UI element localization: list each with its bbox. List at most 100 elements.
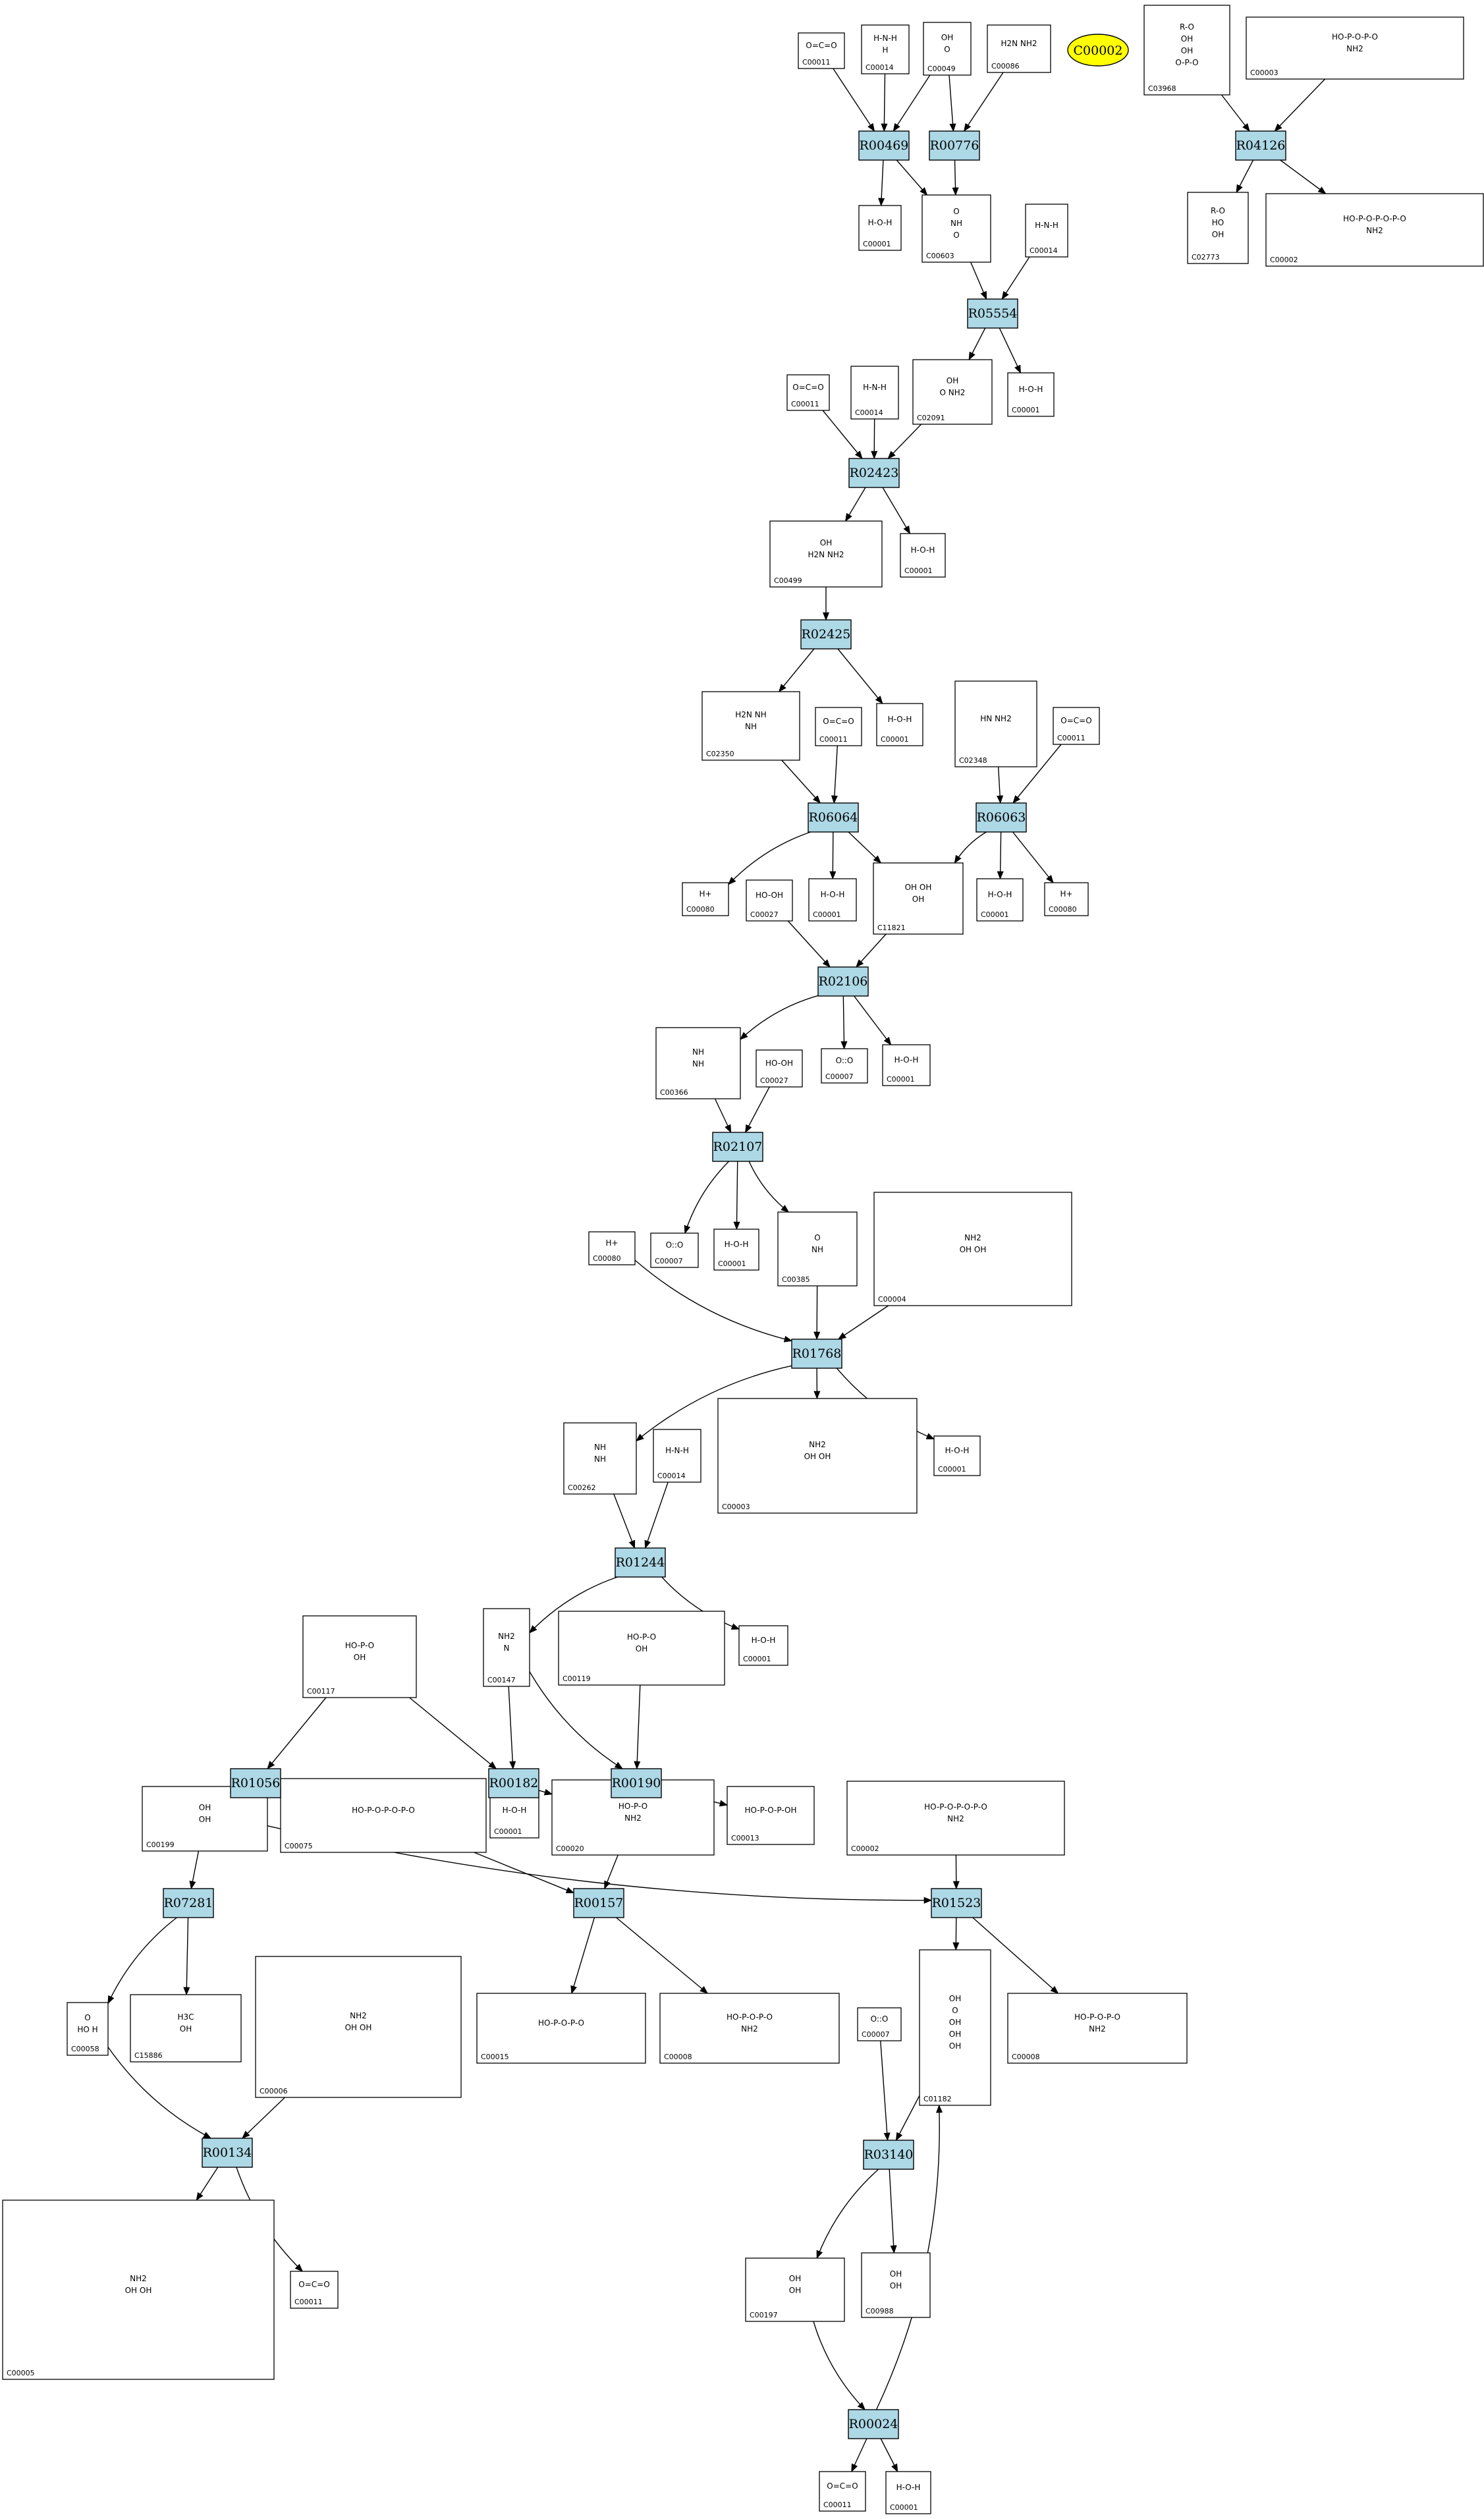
reaction-node[interactable]: R01244	[615, 1547, 666, 1578]
structure-sketch: HO-OH	[756, 891, 783, 900]
compound-id: C00001	[887, 1075, 915, 1084]
reaction-node[interactable]: R00469	[858, 130, 910, 161]
compound-node[interactable]: H+C00080	[1044, 882, 1089, 916]
reaction-node[interactable]: R00190	[611, 1768, 662, 1798]
structure-sketch: O=C=O	[792, 383, 823, 392]
reaction-node[interactable]: R03140	[863, 2140, 914, 2170]
reaction-node[interactable]: R00134	[202, 2138, 253, 2168]
edge-arrow	[895, 2095, 920, 2142]
reaction-node[interactable]: R01056	[230, 1768, 281, 1798]
compound-id: C00011	[819, 735, 848, 744]
reaction-node[interactable]: R02107	[712, 1132, 763, 1162]
reaction-node[interactable]: R01768	[791, 1339, 842, 1369]
compound-node[interactable]: H+C00080	[588, 1231, 636, 1265]
reaction-node[interactable]: R06064	[808, 802, 859, 833]
reaction-node[interactable]: R04126	[1235, 130, 1286, 161]
structure-sketch: H-O-H	[911, 545, 935, 555]
reaction-node[interactable]: R05554	[967, 298, 1018, 329]
reaction-node[interactable]: R02425	[800, 619, 852, 650]
edge-arrow	[837, 648, 883, 704]
structure-sketch: HO-P-O	[618, 1802, 647, 1811]
reaction-node[interactable]: R00157	[573, 1888, 624, 1918]
structure-sketch: NH	[594, 1454, 606, 1464]
reaction-node[interactable]: R00024	[848, 2409, 899, 2439]
highlighted-compound[interactable]: C00002	[1067, 34, 1129, 67]
reaction-node[interactable]: R01523	[931, 1888, 982, 1918]
edge-arrow	[409, 1697, 497, 1769]
reaction-node[interactable]: R02106	[817, 966, 869, 997]
edge-arrow	[893, 74, 931, 132]
reaction-node[interactable]: R06063	[976, 802, 1027, 833]
reaction-node[interactable]: R07281	[163, 1888, 214, 1918]
compound-node[interactable]: H+C00080	[682, 882, 729, 916]
edge-arrow	[474, 1852, 575, 1894]
reaction-node[interactable]: R02423	[848, 458, 900, 488]
edge-arrow	[1221, 94, 1250, 132]
structure-sketch: NH	[745, 722, 757, 731]
reaction-node[interactable]: R00776	[929, 130, 980, 161]
reaction-node[interactable]: R00182	[488, 1768, 539, 1798]
